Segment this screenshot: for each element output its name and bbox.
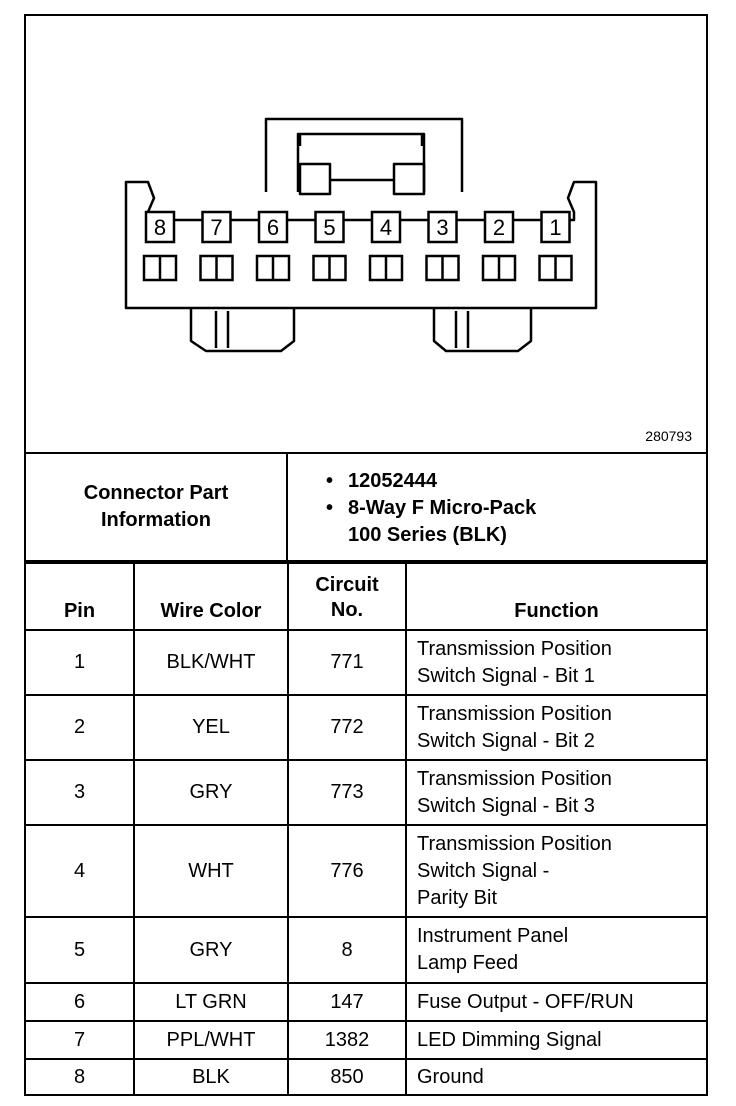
header-wire-color: Wire Color [133,562,289,631]
wire-color-cell: BLK [133,1058,289,1095]
pin-number-box: 1 [540,210,571,244]
info-item: • 8-Way F Micro-Pack [326,495,536,522]
locking-tab [264,117,464,192]
pin-number-label: 4 [380,215,392,240]
table-row: 6 LT GRN 147 Fuse Output - OFF/RUN [26,982,706,1022]
pin-number-label: 2 [493,215,505,240]
circuit-cell: 776 [287,824,407,918]
terminal-slot [481,254,517,282]
bullet-icon: • [326,497,334,519]
wire-color-cell: GRY [133,916,289,984]
header-circuit: Circuit No. [287,562,407,631]
pin-number-box: 4 [370,210,402,244]
latch-right [392,162,426,196]
pin-number-box: 8 [144,210,176,244]
pin-number-label: 1 [549,215,561,240]
info-item-continued: 100 Series (BLK) [326,522,536,549]
table-row: 7 PPL/WHT 1382 LED Dimming Signal [26,1020,706,1060]
terminal-slot [538,254,573,282]
connector-body [124,180,598,310]
function-cell: Ground [405,1058,706,1095]
terminal-slot [199,254,234,282]
table-header-row: Pin Wire Color Circuit No. Function [26,562,706,631]
wire-color-cell: GRY [133,759,289,826]
terminal-slot [312,254,347,282]
wire-color-cell: YEL [133,694,289,761]
function-cell: LED Dimming Signal [405,1020,706,1060]
circuit-cell: 771 [287,629,407,696]
table-row: 3 GRY 773 Transmission Position Switch S… [26,759,706,826]
pin-cell: 6 [26,982,135,1022]
function-cell: Fuse Output - OFF/RUN [405,982,706,1022]
table-row: 8 BLK 850 Ground [26,1058,706,1095]
connector-type: 8-Way F Micro-Pack [348,497,537,519]
pinout-table: Pin Wire Color Circuit No. Function 1 BL… [26,562,706,1095]
function-cell: Instrument Panel Lamp Feed [405,916,706,984]
wire-color-cell: WHT [133,824,289,918]
function-cell: Transmission Position Switch Signal - Bi… [405,694,706,761]
pin-number-label: 5 [323,215,335,240]
function-cell: Transmission Position Switch Signal - Bi… [405,629,706,696]
header-circuit-line2: No. [330,599,364,621]
pin-cell: 4 [26,824,135,918]
pin-number-box: 5 [314,210,345,244]
header-function: Function [405,562,706,631]
table-row: 5 GRY 8 Instrument Panel Lamp Feed [26,916,706,984]
connector-series: 100 Series (BLK) [348,524,507,546]
connector-info-label-cell: Connector Part Information [26,454,288,560]
circuit-cell: 1382 [287,1020,407,1060]
connector-part-info: Connector Part Information • 12052444 • 8-… [26,452,706,562]
pin-cell: 1 [26,629,135,696]
pin-number-box: 6 [257,210,289,244]
table-row: 4 WHT 776 Transmission Position Switch S… [26,824,706,918]
terminal-slot [368,254,404,282]
circuit-cell: 773 [287,759,407,826]
circuit-cell: 8 [287,916,407,984]
terminal-slot [255,254,291,282]
pin-number-label: 8 [154,215,166,240]
pin-cell: 5 [26,916,135,984]
mount-foot-right [432,308,533,353]
pin-number-label: 7 [210,215,222,240]
pin-number-box: 7 [201,210,232,244]
figure-id: 280793 [645,428,692,444]
pin-cell: 2 [26,694,135,761]
latch-left [298,162,332,196]
mount-foot-left [189,308,296,353]
table-row: 2 YEL 772 Transmission Position Switch S… [26,694,706,761]
part-number: 12052444 [348,470,437,492]
header-pin: Pin [26,562,135,631]
pin-cell: 7 [26,1020,135,1060]
info-item: • 12052444 [326,468,536,495]
pin-number-label: 6 [267,215,279,240]
terminal-slot [142,254,178,282]
function-cell: Transmission Position Switch Signal - Pa… [405,824,706,918]
function-cell: Transmission Position Switch Signal - Bi… [405,759,706,826]
circuit-cell: 147 [287,982,407,1022]
pin-number-label: 3 [436,215,448,240]
terminal-slot [425,254,460,282]
connector-info-list: • 12052444 • 8-Way F Micro-Pack 100 Series… [326,468,536,549]
circuit-cell: 850 [287,1058,407,1095]
connector-diagram: 8 7 6 5 4 3 2 1 [124,117,598,353]
pin-number-box: 3 [427,210,458,244]
wire-color-cell: PPL/WHT [133,1020,289,1060]
header-circuit-line1: Circuit [315,574,379,596]
table-row: 1 BLK/WHT 771 Transmission Position Swit… [26,629,706,696]
pin-number-box: 2 [483,210,515,244]
circuit-cell: 772 [287,694,407,761]
pin-cell: 8 [26,1058,135,1095]
connector-info-label: Connector Part Information [83,482,229,531]
bullet-icon: • [326,470,334,492]
wire-color-cell: LT GRN [133,982,289,1022]
pin-cell: 3 [26,759,135,826]
wire-color-cell: BLK/WHT [133,629,289,696]
